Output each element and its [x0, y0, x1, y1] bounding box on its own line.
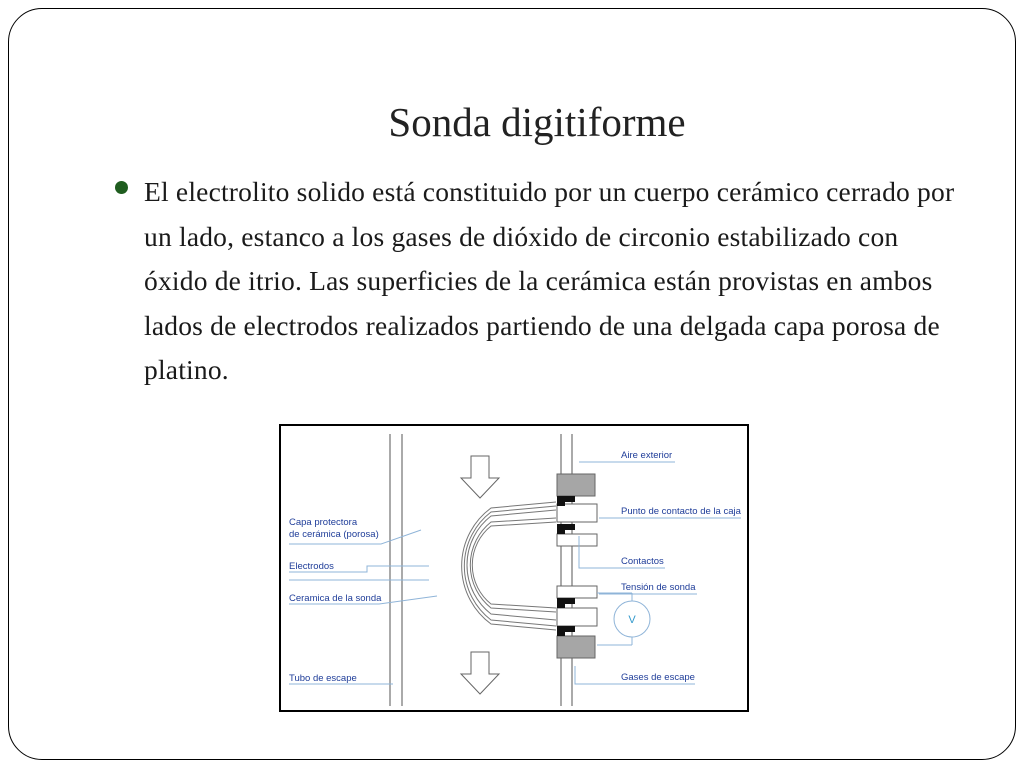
probe-outer-electrode — [466, 509, 557, 621]
leader-capa-protectora — [289, 529, 422, 545]
housing-block-top — [556, 473, 596, 497]
seal-top-1 — [557, 496, 575, 506]
probe-outer-layer — [461, 501, 557, 631]
label-gases-escape: Gases de escape — [621, 672, 695, 683]
contact-plate-1 — [556, 503, 598, 523]
label-punto-contacto: Punto de contacto de la caja — [621, 506, 742, 517]
label-aire-exterior: Aire exterior — [621, 450, 672, 461]
seal-bottom-2 — [557, 626, 575, 636]
flow-arrow-top-icon — [459, 455, 501, 499]
seal-bottom-1 — [557, 598, 575, 608]
label-tension-sonda: Tensión de sonda — [621, 582, 696, 593]
label-electrodos: Electrodos — [289, 561, 334, 572]
diagram-svg: V Aire exterior Punto de contacto de la … — [289, 434, 742, 706]
probe-inner-electrode — [469, 517, 557, 613]
slide-title: Sonda digitiforme — [388, 99, 686, 145]
label-tubo-escape: Tubo de escape — [289, 673, 357, 684]
bullet-text: El electrolito solido está constituido p… — [144, 176, 955, 385]
leader-electrodos — [289, 565, 429, 573]
bullet-item: El electrolito solido está constituido p… — [115, 170, 965, 393]
contact-plate-4 — [556, 607, 598, 627]
lambda-probe-diagram: V Aire exterior Punto de contacto de la … — [279, 424, 749, 712]
label-contactos: Contactos — [621, 556, 664, 567]
leader-contactos — [578, 536, 665, 569]
seal-top-2 — [557, 524, 575, 534]
leader-gases — [574, 666, 695, 685]
leader-ceramica — [289, 595, 438, 605]
probe-protective-layer — [463, 505, 557, 627]
flow-arrow-bottom-icon — [459, 651, 501, 695]
label-ceramica-sonda: Ceramica de la sonda — [289, 593, 382, 604]
voltmeter-label: V — [628, 614, 636, 626]
probe-ceramic-core — [471, 521, 557, 609]
label-capa-protectora-1: Capa protectora — [289, 517, 358, 528]
contact-plate-3 — [556, 585, 598, 599]
housing-block-bottom — [556, 635, 596, 659]
contact-plate-2 — [556, 533, 598, 547]
bullet-dot-icon — [115, 181, 128, 194]
label-capa-protectora-2: de cerámica (porosa) — [289, 529, 379, 540]
